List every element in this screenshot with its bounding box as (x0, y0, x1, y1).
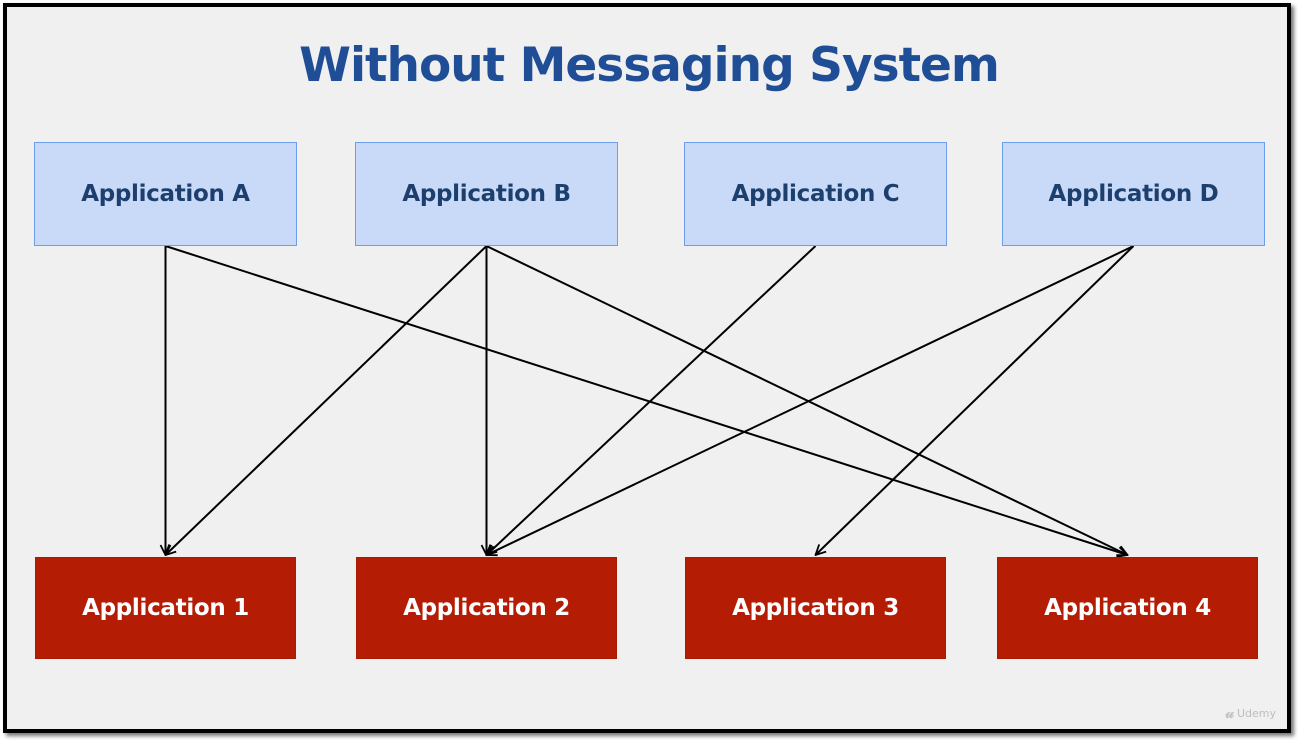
arrow-d-to-3 (816, 245, 1135, 555)
arrow-a-to-4 (165, 245, 1128, 555)
arrow-c-to-2 (487, 245, 817, 555)
source-application-b: Application B (355, 142, 618, 246)
watermark-text: Udemy (1236, 706, 1276, 720)
slide-title: Without Messaging System (299, 38, 1000, 93)
source-application-d: Application D (1002, 142, 1265, 246)
arrow-d-to-2 (487, 245, 1134, 555)
watermark: 𝓊 Udemy (1226, 704, 1277, 722)
source-application-a: Application A (34, 142, 297, 246)
target-application-2: Application 2 (356, 557, 617, 659)
arrow-b-to-1 (166, 245, 488, 555)
target-application-3: Application 3 (685, 557, 946, 659)
udemy-logo-icon: 𝓊 (1225, 704, 1234, 722)
target-application-1: Application 1 (35, 557, 296, 659)
arrow-b-to-4 (486, 245, 1128, 555)
target-application-4: Application 4 (997, 557, 1258, 659)
source-application-c: Application C (684, 142, 947, 246)
